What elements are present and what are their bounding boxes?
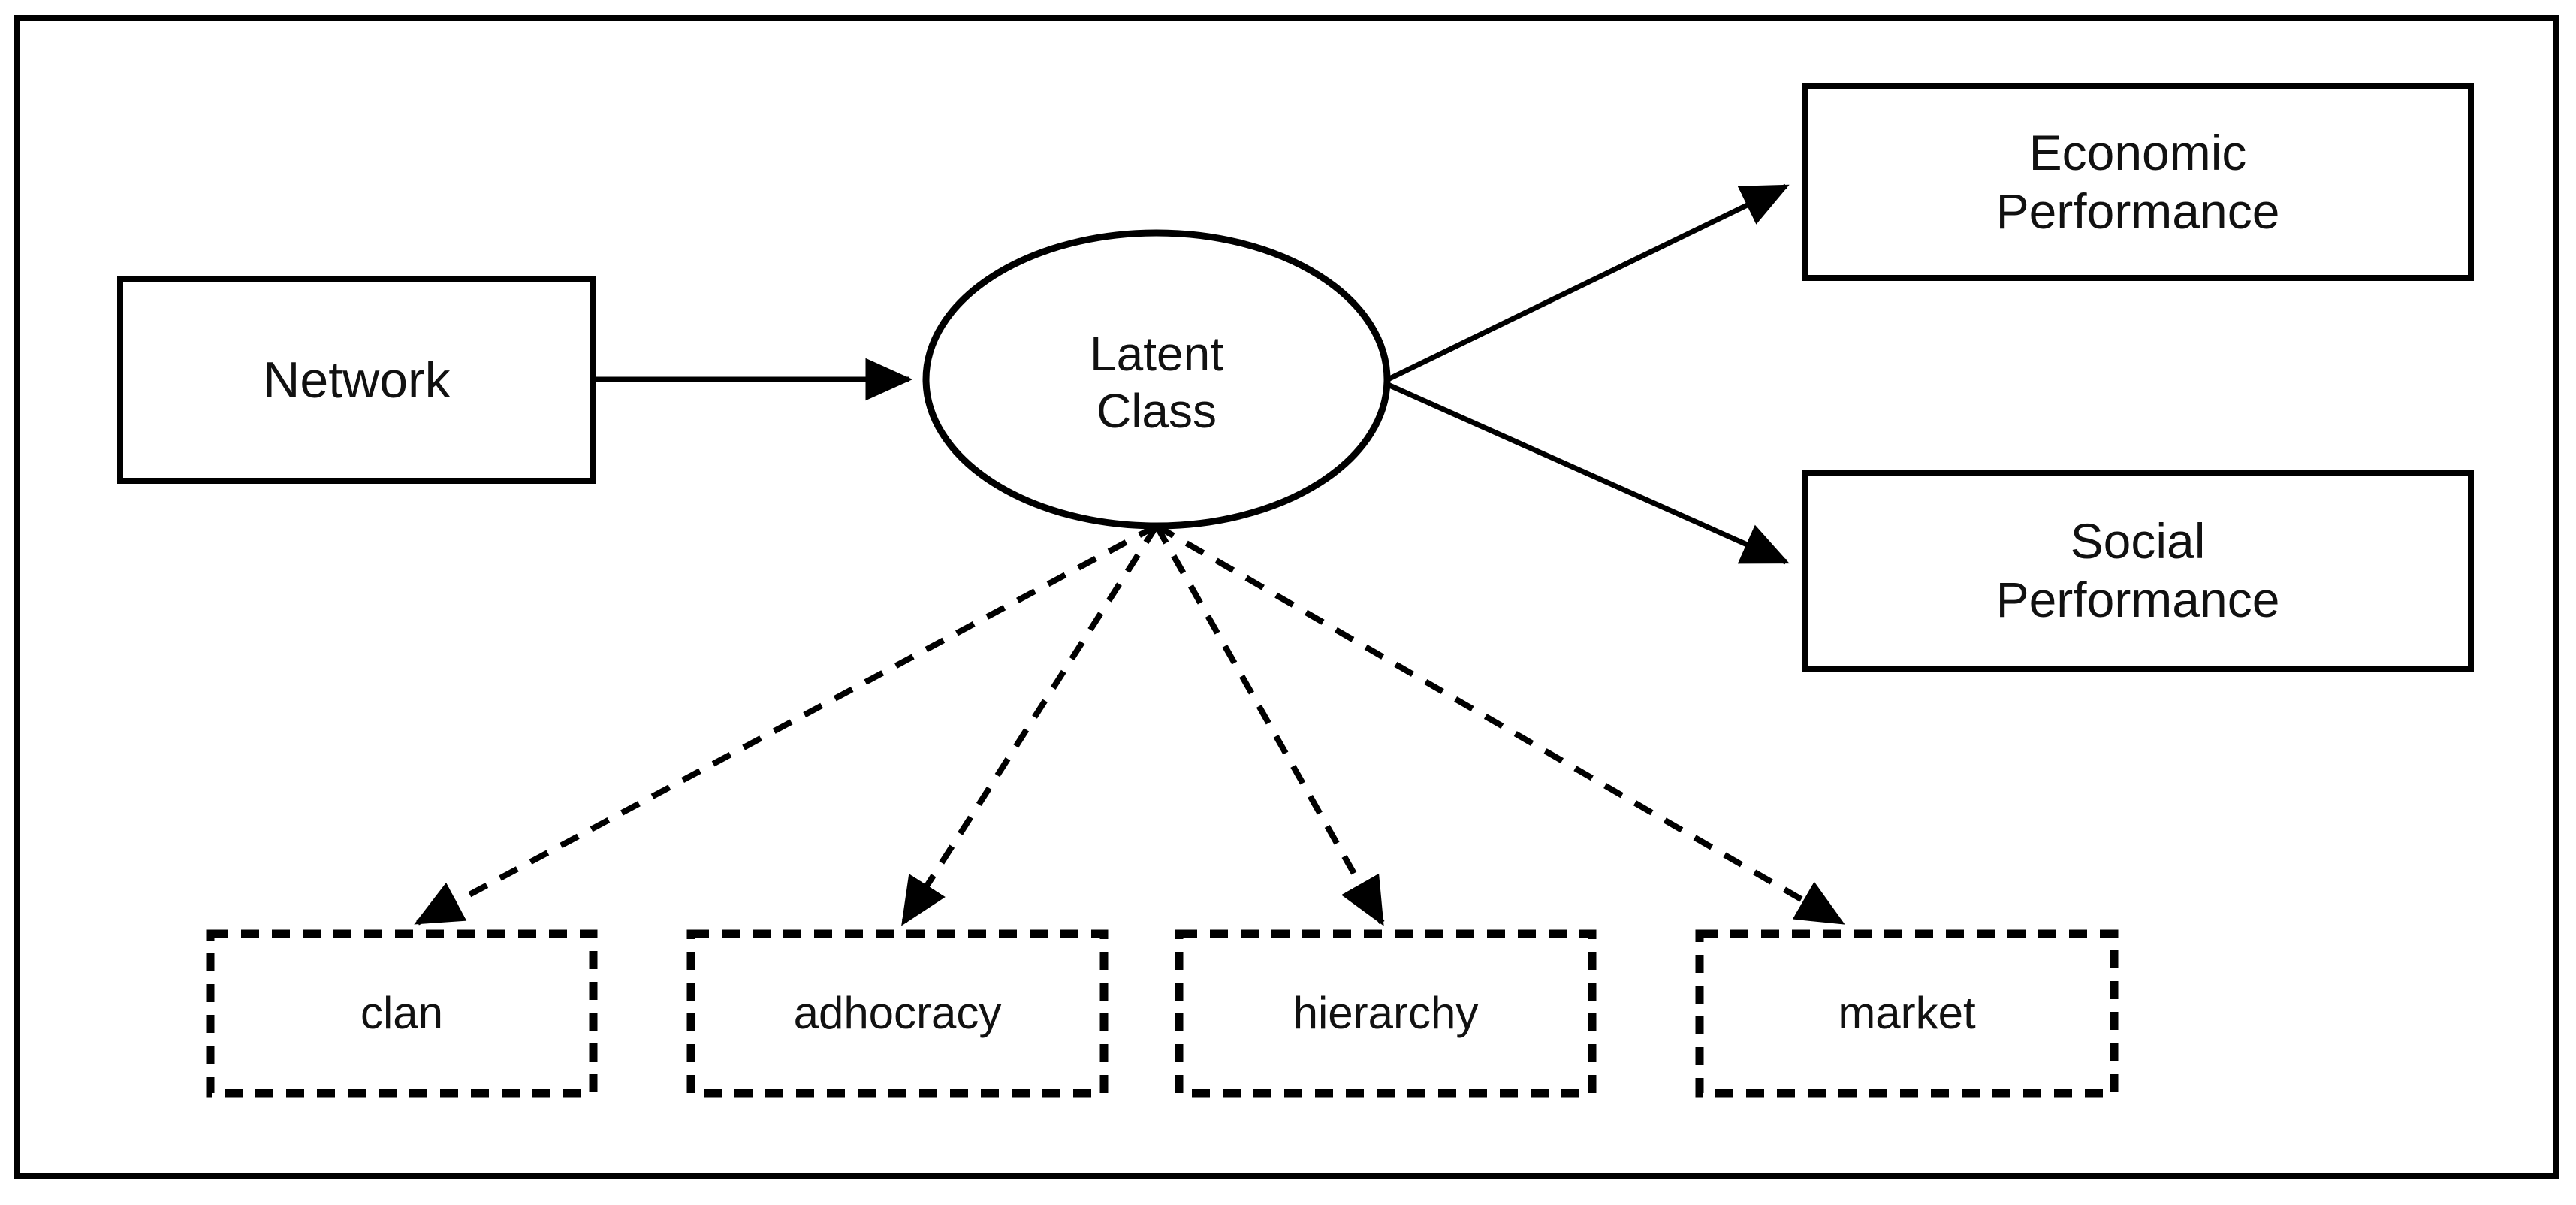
edge-latent-class-to-economic-performance <box>1386 183 1790 382</box>
node-economic-performance-box <box>1802 83 2474 281</box>
edge-latent-class-to-social-performance <box>1386 382 1790 565</box>
node-hierarchy-box <box>1175 929 1597 1098</box>
node-market-box <box>1695 929 2119 1098</box>
edge-latent-class-to-hierarchy <box>1154 524 1385 926</box>
figure-frame <box>14 15 2559 1179</box>
node-network-box <box>117 276 596 484</box>
node-social-performance-box <box>1802 470 2474 672</box>
edge-latent-class-to-clan <box>414 523 1158 926</box>
edge-latent-class-to-adhocracy <box>900 524 1160 926</box>
node-adhocracy-box <box>686 929 1109 1098</box>
node-latent-class-ellipse <box>922 229 1391 530</box>
edge-latent-class-to-market <box>1154 523 1845 926</box>
node-clan-box <box>206 929 598 1098</box>
